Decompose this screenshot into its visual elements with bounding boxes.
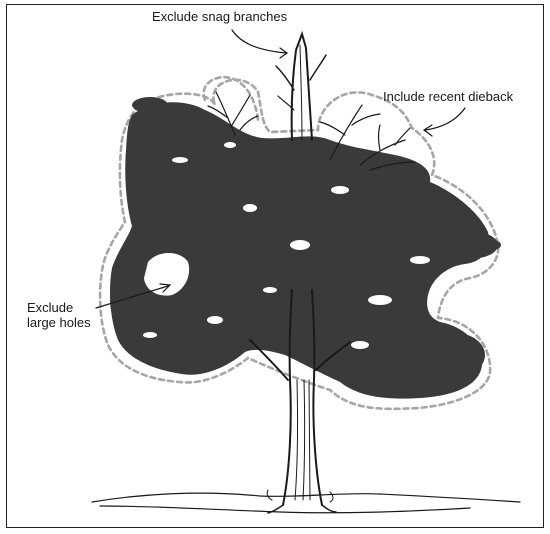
holes-annotation-line2: large holes xyxy=(27,315,91,330)
ground xyxy=(92,490,520,513)
holes-annotation-line1: Exclude xyxy=(27,300,91,315)
snag-arrow xyxy=(232,30,286,53)
holes-annotation: Exclude large holes xyxy=(27,300,91,330)
dieback-arrow xyxy=(425,108,465,130)
dieback-annotation: Include recent dieback xyxy=(383,89,513,104)
snag-annotation: Exclude snag branches xyxy=(152,9,287,24)
